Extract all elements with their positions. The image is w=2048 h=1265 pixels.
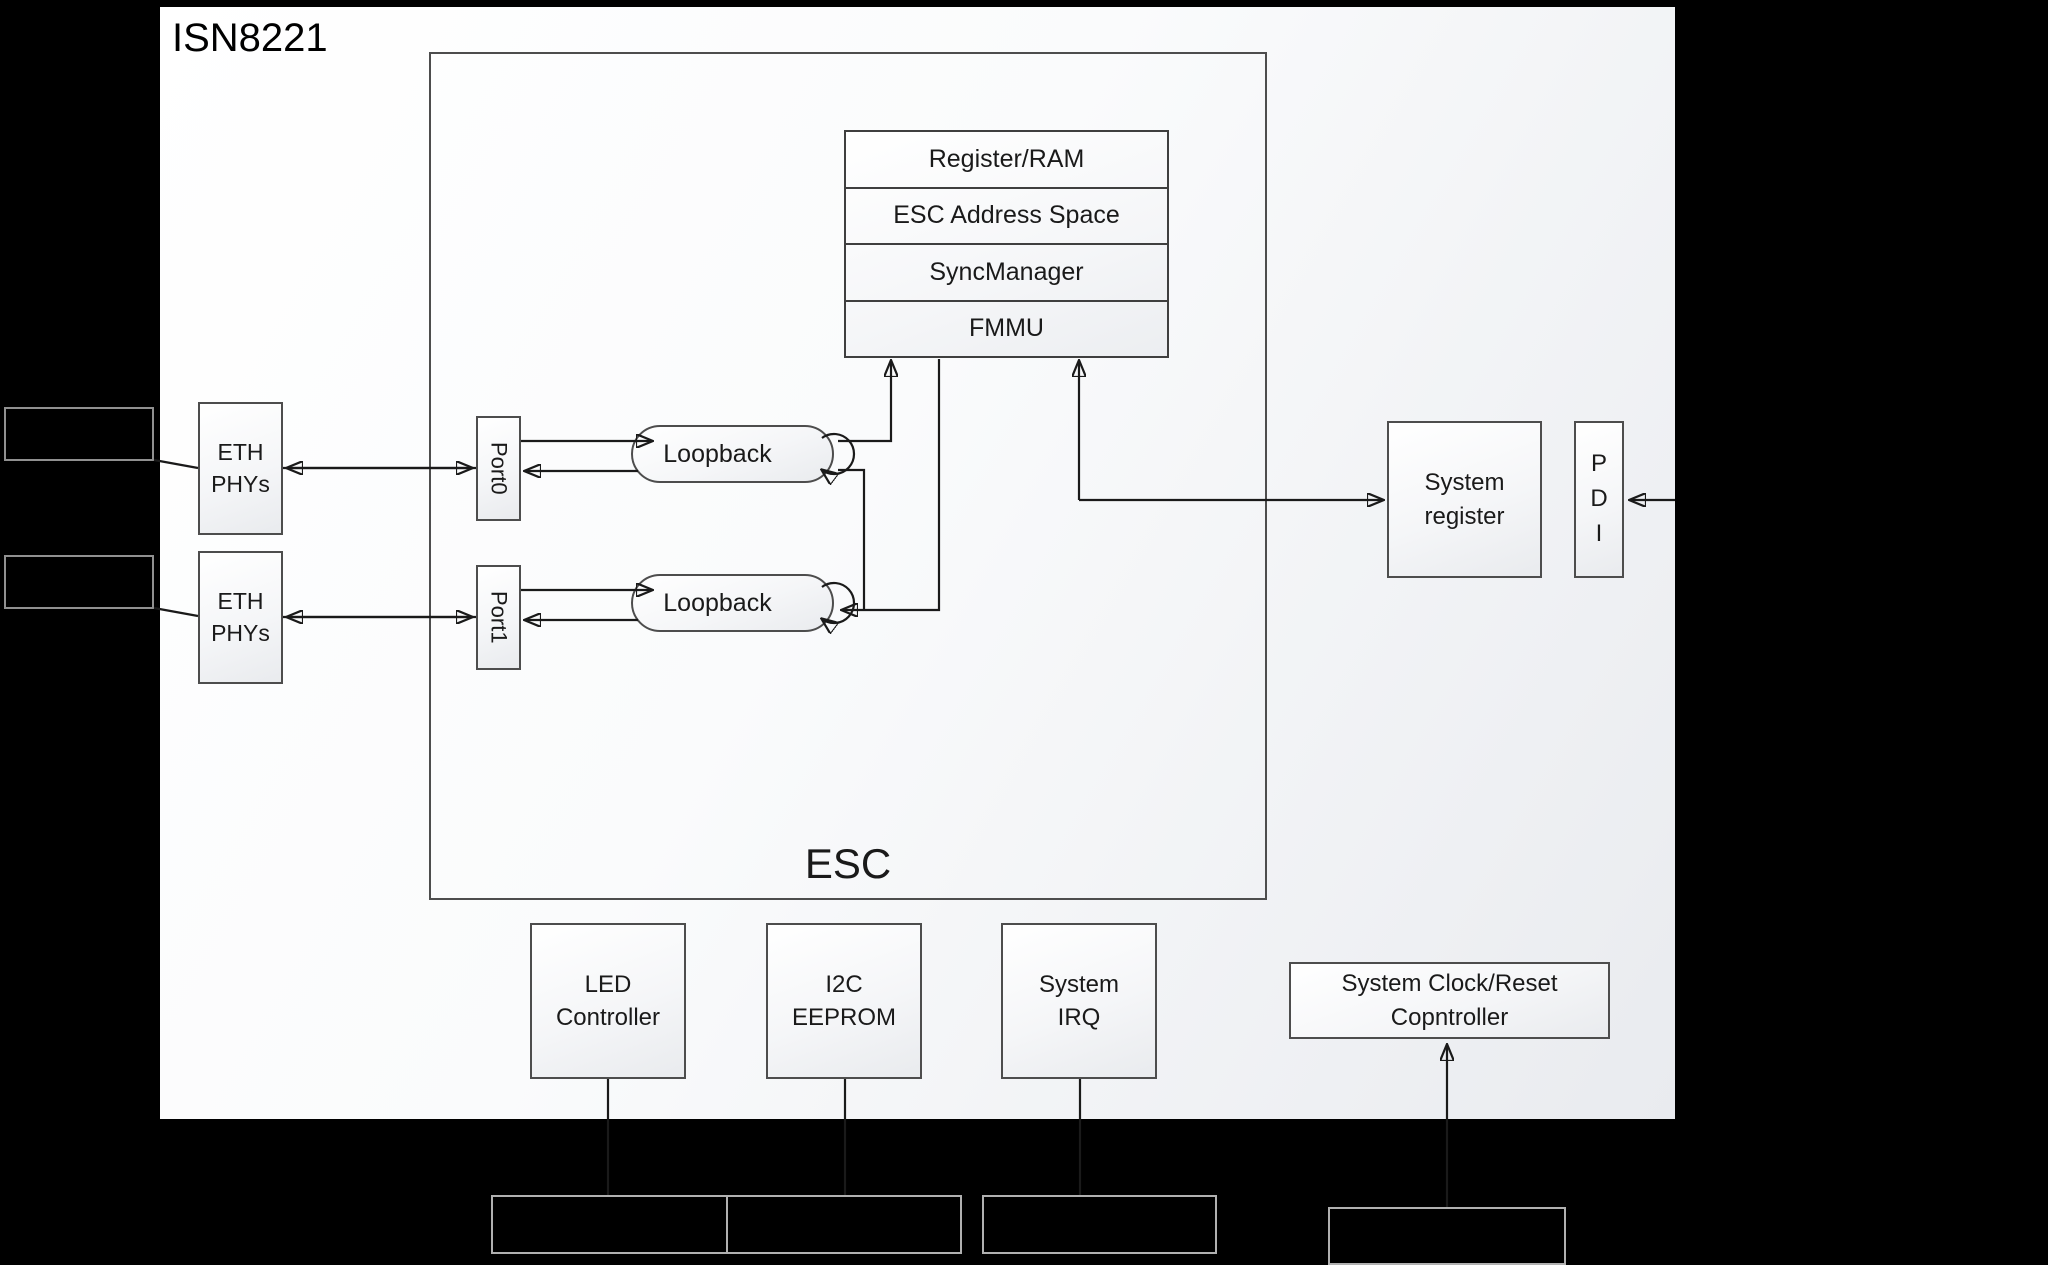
register-stack: Register/RAM ESC Address Space SyncManag…	[844, 130, 1169, 358]
port0-box: Port0	[476, 416, 521, 521]
bottom-connector-box-c	[1328, 1207, 1566, 1265]
led-controller-box: LED Controller	[530, 923, 686, 1079]
esc-box: ESC	[429, 52, 1267, 900]
esc-label: ESC	[804, 840, 892, 887]
stack-row-esc-address-space: ESC Address Space	[846, 186, 1167, 244]
stack-row-register-ram: Register/RAM	[928, 144, 1085, 173]
eth-phys-top: ETH PHYs	[198, 402, 283, 535]
eth-phys-bottom: ETH PHYs	[198, 551, 283, 684]
port0-label: Port0	[486, 442, 512, 495]
loopback-top: Loopback	[631, 425, 834, 483]
port1-box: Port1	[476, 565, 521, 670]
stack-row-syncmanager: SyncManager	[846, 243, 1167, 300]
i2c-eeprom-box: I2C EEPROM	[766, 923, 922, 1079]
pdi-box: P D I	[1574, 421, 1624, 578]
system-register-box: System register	[1387, 421, 1542, 578]
system-irq-box: System IRQ	[1001, 923, 1157, 1079]
stack-row-fmmu: FMMU	[846, 299, 1167, 357]
port1-label: Port1	[486, 591, 512, 644]
system-clock-reset-box: System Clock/Reset Copntroller	[1289, 962, 1610, 1039]
bottom-connector-box-a-divider	[726, 1197, 728, 1252]
bottom-connector-box-a	[491, 1195, 962, 1254]
loopback-bottom: Loopback	[631, 574, 834, 632]
left-connector-box-top	[4, 407, 154, 461]
chip-title: ISN8221	[172, 16, 328, 60]
left-connector-box-bottom	[4, 555, 154, 609]
bottom-connector-box-b	[982, 1195, 1217, 1254]
